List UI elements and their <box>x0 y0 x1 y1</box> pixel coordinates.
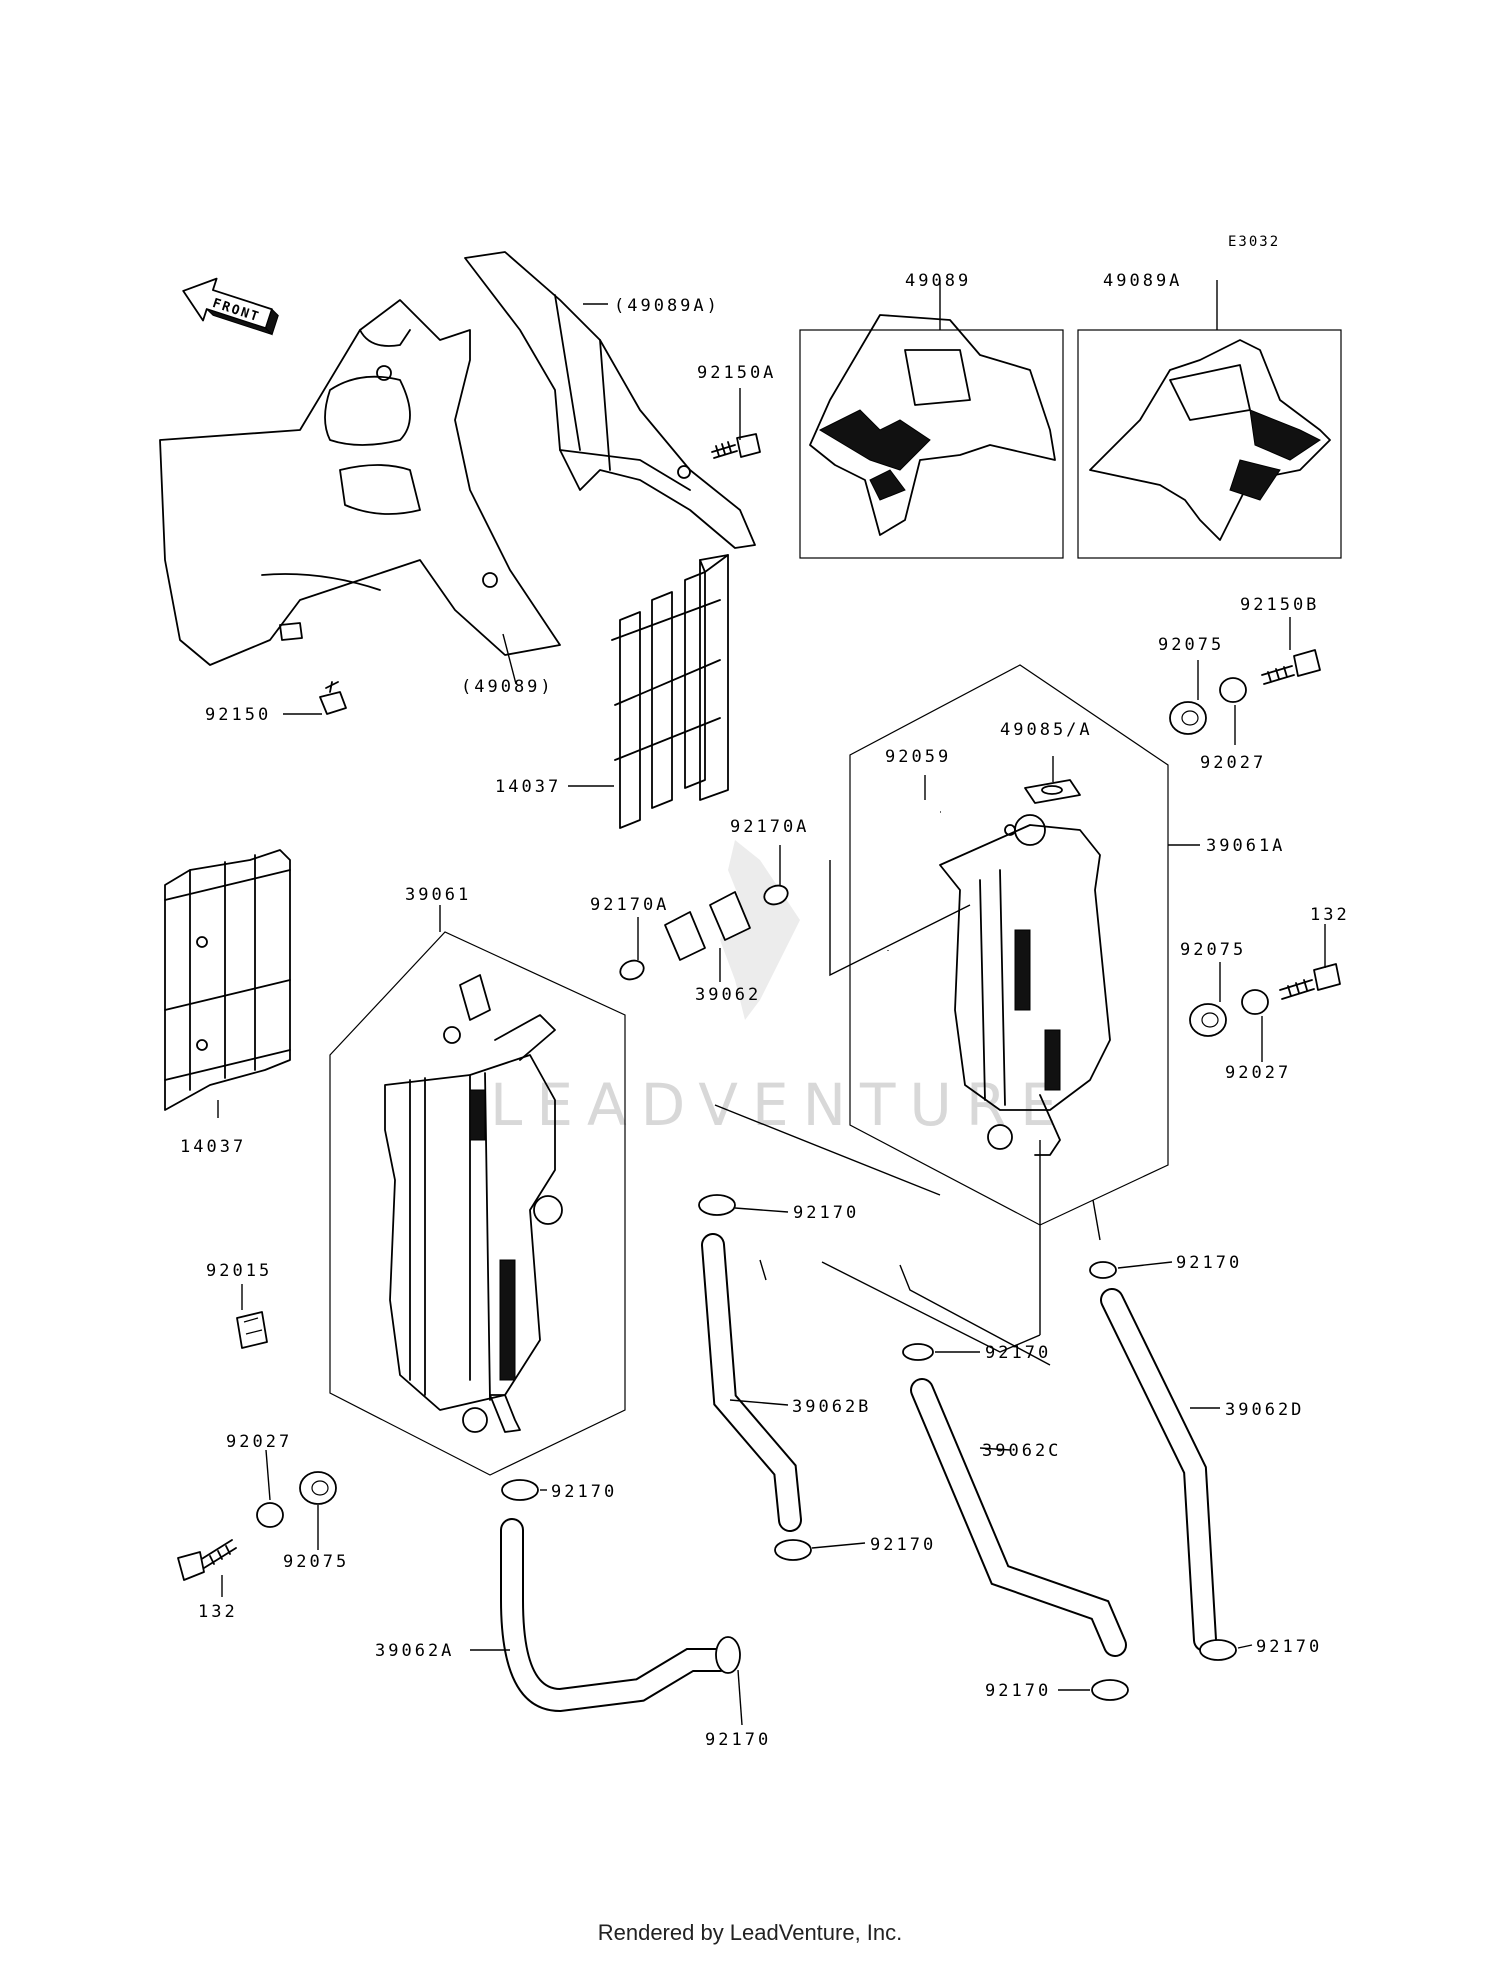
radiator-shroud-right <box>464 251 756 549</box>
label-92170-3: 92170 <box>985 1343 1051 1363</box>
bolt-92150A <box>711 433 761 459</box>
label-92150A: 92150A <box>697 363 776 383</box>
label-49085A: 49085/A <box>1000 720 1093 740</box>
hose-39062C <box>910 1378 1127 1657</box>
clamp-92170 <box>501 1194 1237 1701</box>
label-92027-top: 92027 <box>1200 753 1266 773</box>
label-49089: 49089 <box>905 271 971 291</box>
label-132-right: 132 <box>1310 905 1350 925</box>
label-92170-4: 92170 <box>551 1482 617 1502</box>
bolt-132-left <box>177 1539 237 1581</box>
label-92170-7: 92170 <box>985 1681 1051 1701</box>
label-39062: 39062 <box>695 985 761 1005</box>
label-92075-mid: 92075 <box>1180 940 1246 960</box>
decal-box-49089A <box>1077 329 1342 559</box>
radiator-39061A <box>849 664 1169 1226</box>
part-labels: 49089A 49089 (49089A) 92150A (49089) 921… <box>180 271 1350 1750</box>
leadventure-watermark: LEADVENTURE <box>490 840 1057 1139</box>
collar-92027-bot <box>256 1502 284 1528</box>
label-92015: 92015 <box>206 1261 272 1281</box>
label-92170-8: 92170 <box>705 1730 771 1750</box>
label-39062D: 39062D <box>1225 1400 1304 1420</box>
radiator-39061 <box>329 931 626 1476</box>
diagram-code: E3032 <box>1228 234 1280 250</box>
label-92027-bot: 92027 <box>226 1432 292 1452</box>
label-92170A-lower: 92170A <box>590 895 669 915</box>
hose-39062D <box>1100 1288 1217 1652</box>
label-92059: 92059 <box>885 747 951 767</box>
radiator-grille-14037-left <box>164 849 291 1111</box>
label-92170-2: 92170 <box>1176 1253 1242 1273</box>
hose-39062A <box>500 1518 732 1713</box>
label-92170-6: 92170 <box>1256 1637 1322 1657</box>
label-92075-top: 92075 <box>1158 635 1224 655</box>
label-39062A: 39062A <box>375 1641 454 1661</box>
label-49089A: 49089A <box>1103 271 1182 291</box>
clamp-92170A-upper <box>763 884 789 906</box>
label-49089A-paren: (49089A) <box>614 296 720 316</box>
label-14037-left: 14037 <box>180 1137 246 1157</box>
front-direction-arrow: FRONT <box>182 277 279 336</box>
hose-92059 <box>887 811 941 951</box>
clamp-92170A-lower <box>619 959 645 981</box>
hose-39062B <box>701 1233 802 1532</box>
label-92027-mid: 92027 <box>1225 1063 1291 1083</box>
decal-box-49089 <box>799 314 1064 559</box>
label-39061A: 39061A <box>1206 836 1285 856</box>
footer-credit: Rendered by LeadVenture, Inc. <box>597 1920 903 1945</box>
clip-92015 <box>236 1311 268 1349</box>
grommet-92075-top <box>1169 701 1207 735</box>
label-14037-top: 14037 <box>495 777 561 797</box>
bolt-92150B <box>1261 649 1321 685</box>
hose-92059-inner <box>884 808 940 950</box>
collar-92027-top <box>1219 677 1247 703</box>
bolt-92150 <box>319 681 347 715</box>
cap-49085A <box>1024 779 1081 804</box>
bolt-132-right <box>1279 963 1341 1000</box>
label-92150B: 92150B <box>1240 595 1319 615</box>
grommet-92075-bot <box>299 1471 337 1505</box>
label-92170A-upper: 92170A <box>730 817 809 837</box>
label-39061: 39061 <box>405 885 471 905</box>
hose-39062 <box>664 891 751 961</box>
label-92170-5: 92170 <box>870 1535 936 1555</box>
label-39062C: 39062C <box>982 1441 1061 1461</box>
radiator-grille-14037-top <box>611 554 729 829</box>
radiator-shroud-left <box>159 299 561 666</box>
leader-lines <box>217 280 1326 1726</box>
grommet-92075-mid <box>1189 1003 1227 1037</box>
label-92170-1: 92170 <box>793 1203 859 1223</box>
label-92075-bot: 92075 <box>283 1552 349 1572</box>
collar-92027-mid <box>1241 989 1269 1015</box>
label-39062B: 39062B <box>792 1397 871 1417</box>
label-49089-paren: (49089) <box>461 677 554 697</box>
label-132-left: 132 <box>198 1602 238 1622</box>
label-92150: 92150 <box>205 705 271 725</box>
